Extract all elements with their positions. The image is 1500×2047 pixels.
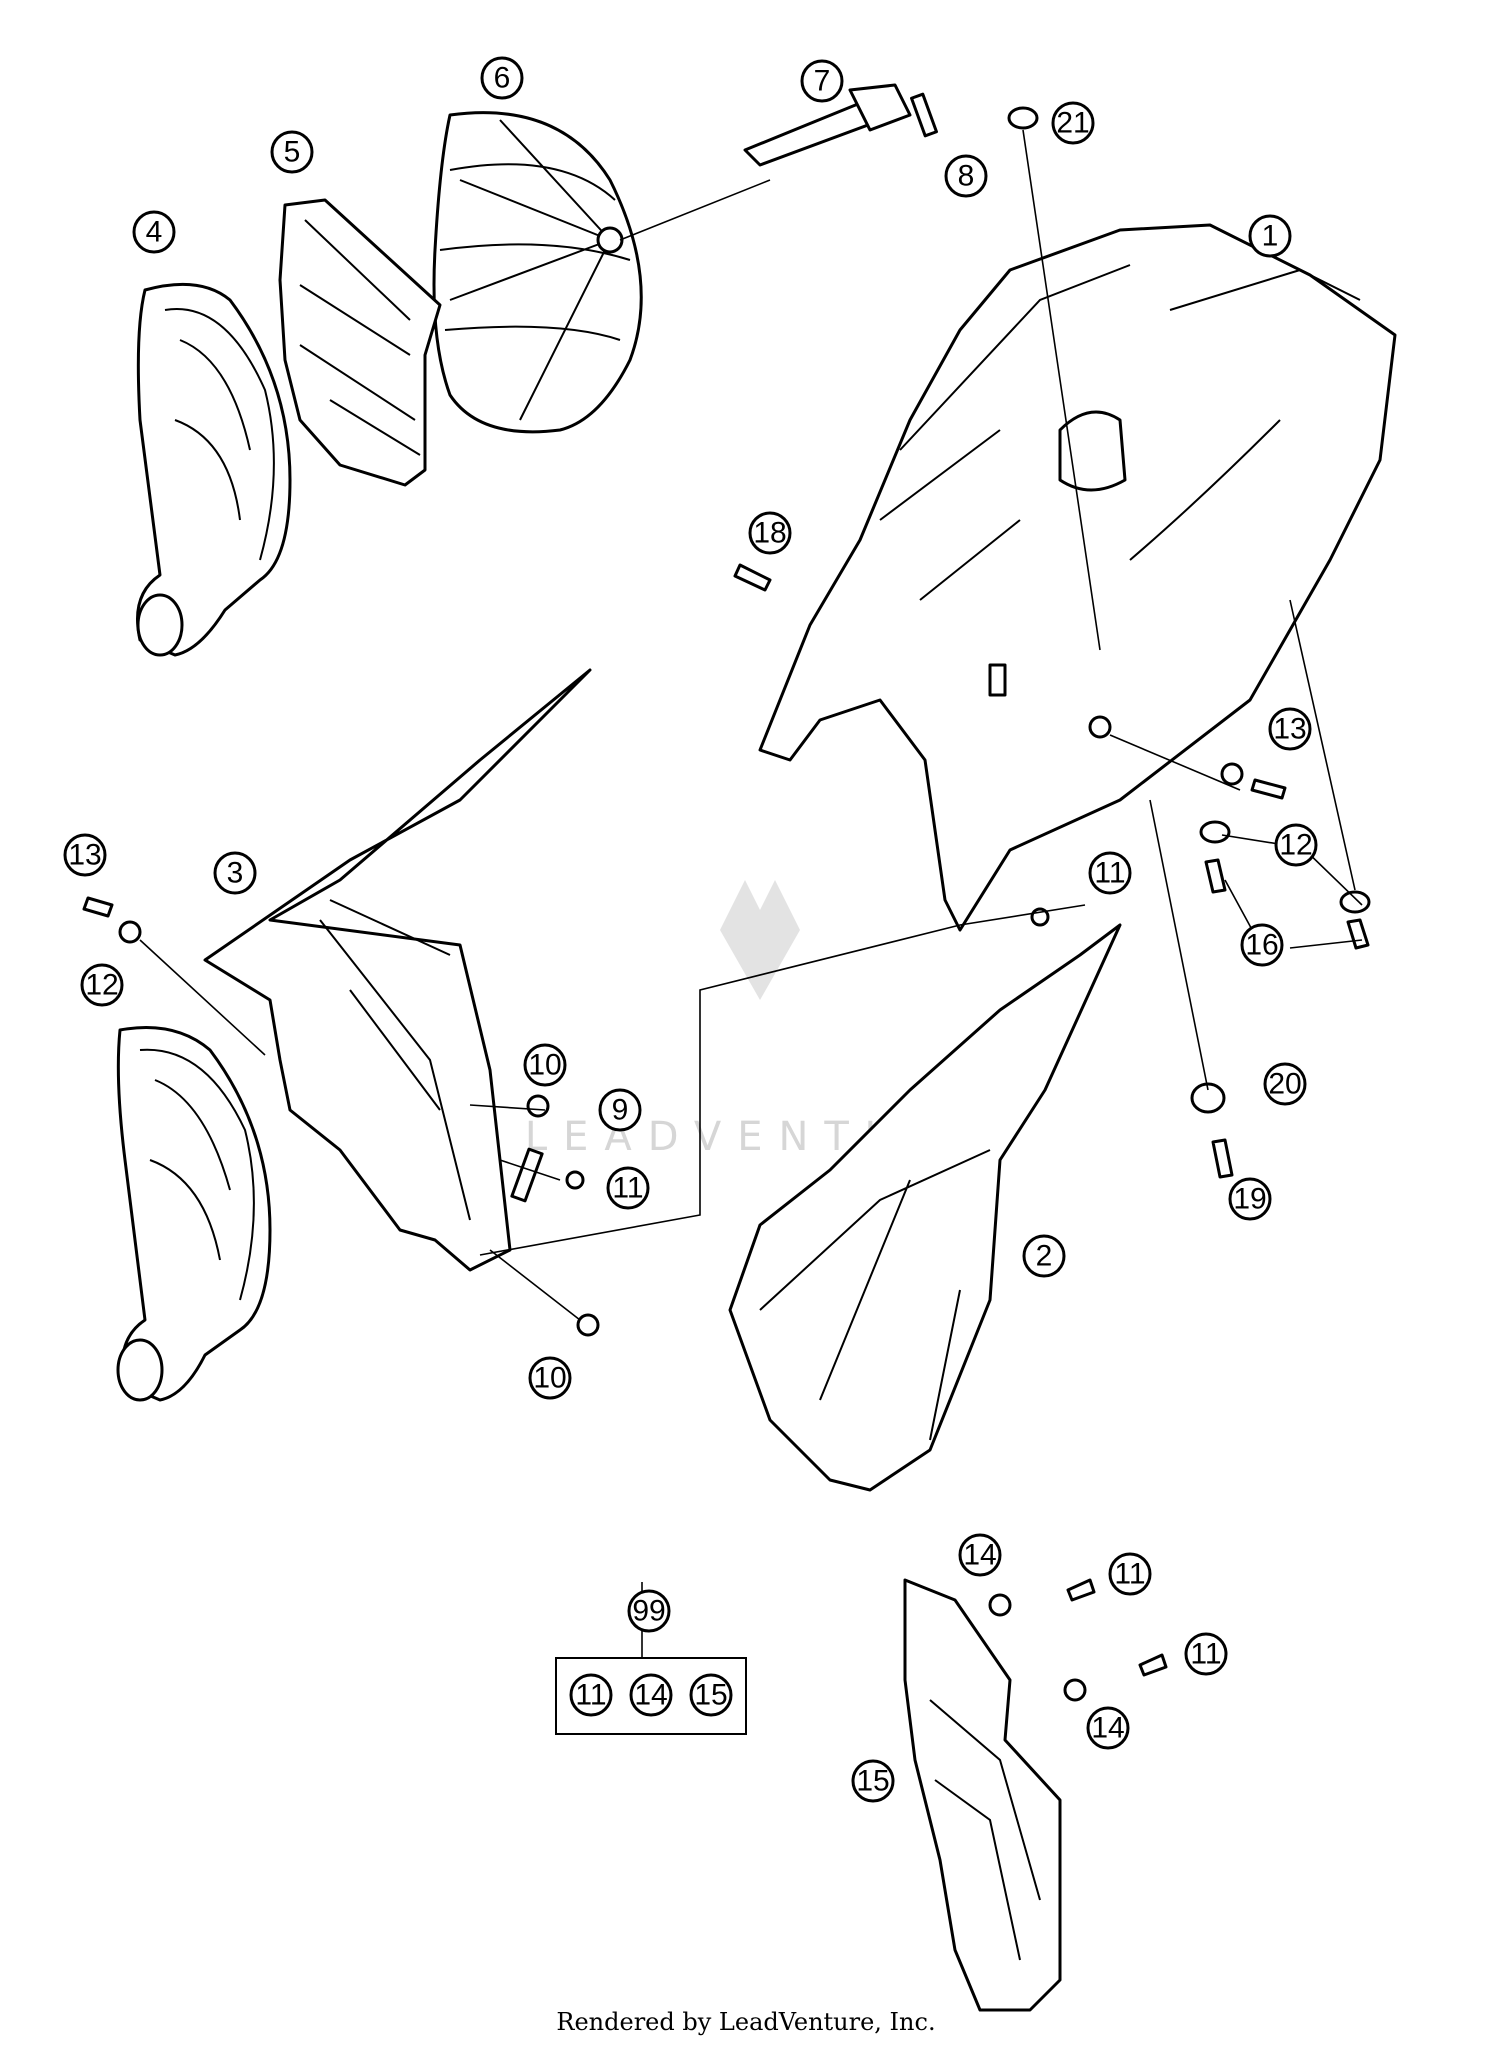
svg-text:11: 11 [612,1172,643,1205]
svg-text:1: 1 [1262,220,1279,253]
callout-13: 13 [63,833,107,877]
callout-6: 6 [480,56,524,100]
svg-text:13: 13 [1273,713,1306,746]
callout-12: 12 [80,963,124,1007]
callout-15: 15 [851,1759,895,1803]
leader-lines [139,129,1363,1658]
svg-text:16: 16 [1245,929,1278,962]
callout-19: 19 [1228,1177,1272,1221]
svg-text:2: 2 [1036,1240,1053,1273]
callout-21: 21 [1051,101,1095,145]
callout-10: 10 [528,1356,572,1400]
callout-99: 99 [627,1589,671,1633]
svg-text:15: 15 [856,1765,889,1798]
part-6-filter-screen [432,111,643,434]
svg-text:18: 18 [753,517,786,550]
svg-text:12: 12 [1279,829,1312,862]
part-18-screw [733,563,772,592]
kit-item-11: 11 [569,1673,613,1717]
part-1-tank-shroud [758,223,1397,932]
svg-text:9: 9 [612,1094,629,1127]
svg-text:13: 13 [68,839,101,872]
footer-credit: Rendered by LeadVenture, Inc. [556,2008,935,2036]
svg-text:7: 7 [814,65,831,98]
part-2-side-panel [728,923,1122,1492]
svg-text:15: 15 [694,1679,727,1712]
svg-text:20: 20 [1268,1068,1301,1101]
svg-text:12: 12 [85,969,118,1002]
part-7-filter-clip [743,83,912,167]
callout-16: 16 [1240,923,1284,967]
svg-text:10: 10 [528,1049,561,1082]
callout-14: 14 [1086,1706,1130,1750]
svg-text:4: 4 [146,216,163,249]
callout-3: 3 [213,851,257,895]
svg-text:11: 11 [1114,1558,1145,1591]
svg-text:14: 14 [963,1539,996,1572]
callout-11: 11 [1108,1552,1152,1596]
callout-9: 9 [598,1088,642,1132]
part-21-nut [1007,106,1039,130]
svg-text:99: 99 [632,1595,665,1628]
callout-14: 14 [958,1533,1002,1577]
svg-text:19: 19 [1233,1183,1266,1216]
callout-18: 18 [748,511,792,555]
part-4-air-boot [136,282,292,657]
part-8-pin [910,92,938,138]
callout-2: 2 [1022,1234,1066,1278]
part-15-lower-cover [903,1578,1168,2012]
svg-text:6: 6 [494,62,511,95]
callout-4: 4 [132,210,176,254]
callout-7: 7 [800,59,844,103]
callout-12: 12 [1274,823,1318,867]
svg-text:8: 8 [958,160,975,193]
callout-10: 10 [523,1043,567,1087]
svg-text:11: 11 [575,1679,606,1712]
callout-11: 11 [1088,851,1132,895]
svg-text:10: 10 [533,1362,566,1395]
callout-11: 11 [1184,1632,1228,1676]
callout-5: 5 [270,130,314,174]
part-4-air-boot-lower [116,1026,272,1402]
kit-box [555,1657,747,1735]
kit-item-15: 15 [689,1673,733,1717]
callout-11: 11 [606,1166,650,1210]
callout-8: 8 [944,154,988,198]
callout-1: 1 [1248,214,1292,258]
right-hardware [1030,762,1371,1179]
svg-text:11: 11 [1094,857,1125,890]
airbox-hardware [82,896,600,1337]
callouts: 1 2 3 4 5 6 7 8 9 10 10 11 11 11 11 12 1… [63,56,1318,1803]
svg-text:14: 14 [1091,1712,1124,1745]
svg-text:14: 14 [634,1679,667,1712]
svg-text:3: 3 [227,857,244,890]
svg-text:21: 21 [1056,107,1089,140]
svg-text:11: 11 [1190,1638,1221,1671]
svg-text:5: 5 [284,136,301,169]
kit-item-14: 14 [629,1673,673,1717]
callout-13: 13 [1268,707,1312,751]
part-5-filter-cage [278,198,442,487]
callout-20: 20 [1263,1062,1307,1106]
